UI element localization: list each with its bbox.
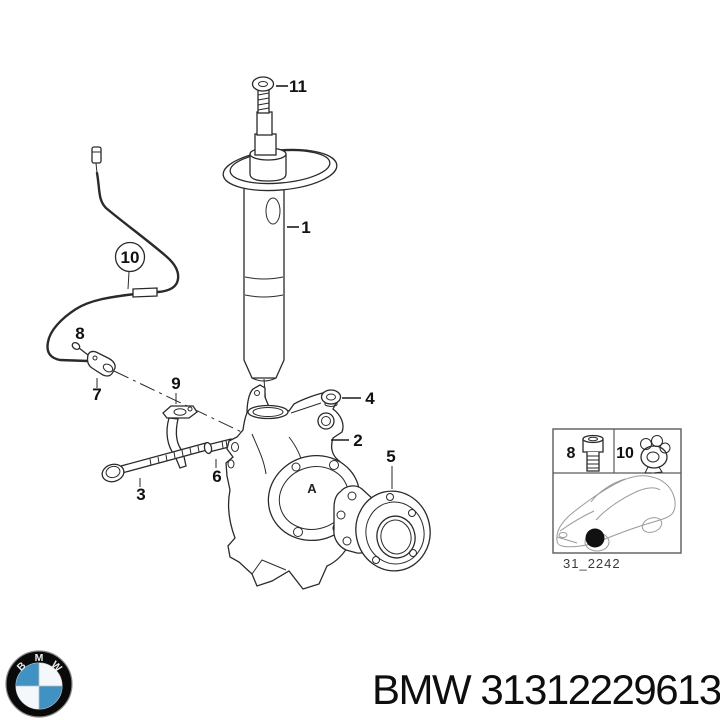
callout-1: 1 bbox=[301, 218, 310, 237]
cable-clamp bbox=[132, 287, 158, 298]
knuckle-marker-a: A bbox=[307, 481, 317, 496]
callout-3: 3 bbox=[136, 485, 145, 504]
callout-11: 11 bbox=[289, 77, 307, 96]
car-silhouette bbox=[556, 475, 676, 552]
callout-9: 9 bbox=[171, 374, 180, 393]
part-number: 31312229613 bbox=[480, 666, 720, 713]
logo-letter-m: M bbox=[35, 652, 44, 664]
inset-panel: 8 10 bbox=[552, 428, 682, 571]
inset-clip-label: 10 bbox=[616, 445, 634, 462]
bolt-3: 3 bbox=[101, 442, 208, 504]
clip-icon bbox=[640, 435, 671, 474]
circled-callout-10 bbox=[114, 241, 146, 273]
rod-guide bbox=[254, 133, 277, 156]
callout-6: 6 bbox=[212, 467, 221, 486]
bolt-shaft bbox=[120, 442, 208, 474]
abs-sensor-7: 8 7 bbox=[71, 324, 253, 438]
bolt-icon bbox=[582, 434, 604, 472]
inset-bolt-label: 8 bbox=[567, 445, 576, 462]
abs-cable-10: 10 bbox=[46, 146, 180, 363]
inset-box bbox=[552, 428, 682, 554]
wheel-hub-5: 5 bbox=[333, 447, 431, 572]
tube-detail bbox=[265, 197, 281, 225]
brand-name: BMW bbox=[372, 666, 472, 713]
part-number-line: BMW 31312229613 bbox=[372, 666, 720, 714]
callout-5: 5 bbox=[386, 447, 395, 466]
callout-10: 10 bbox=[121, 248, 140, 267]
location-dot-icon bbox=[585, 528, 605, 548]
callout-7: 7 bbox=[92, 385, 101, 404]
bmw-roundel-logo: B M W bbox=[5, 650, 73, 718]
strut-tube bbox=[243, 183, 285, 379]
sensor-axis-line bbox=[113, 370, 253, 438]
strut-assembly: 11 1 bbox=[222, 76, 338, 407]
piston-rod bbox=[256, 111, 273, 136]
bump-stop-collar bbox=[249, 153, 287, 182]
top-nut-11 bbox=[251, 76, 275, 92]
callout-4: 4 bbox=[365, 389, 375, 408]
cable-connector bbox=[91, 146, 102, 164]
nut-4 bbox=[320, 389, 342, 407]
inset-diagram-code: 31_2242 bbox=[563, 556, 621, 571]
callout-8: 8 bbox=[75, 324, 84, 343]
callout-2: 2 bbox=[353, 431, 362, 450]
bolt-8 bbox=[71, 341, 89, 356]
sensor-body bbox=[86, 350, 116, 377]
cable-path bbox=[46, 171, 180, 363]
